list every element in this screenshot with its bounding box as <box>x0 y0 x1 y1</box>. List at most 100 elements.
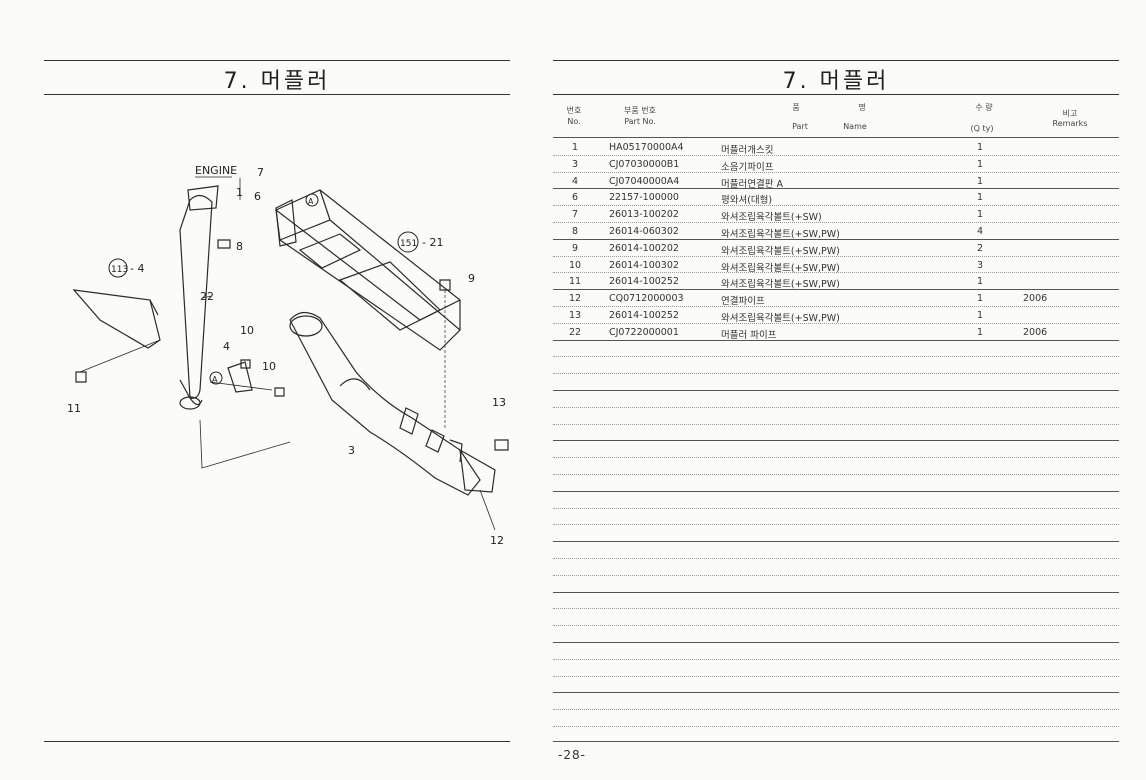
row-part-name: 연결파이프 <box>721 296 765 308</box>
table-group-rule <box>553 390 1119 391</box>
table-dotted-rule <box>553 255 1119 257</box>
mark-a-right: A <box>308 197 314 206</box>
part-label-6: 6 <box>254 190 261 203</box>
muffler-exploded-diagram: ENGINE 1 7 6 8 22 113 - 4 11 4 10 10 A A… <box>67 164 509 547</box>
row-part-name: 와셔조립육각볼트(+SW,PW) <box>721 245 840 257</box>
engine-label: ENGINE <box>195 164 237 177</box>
table-dotted-rule <box>553 726 1119 727</box>
table-dotted-rule <box>553 322 1119 324</box>
table-group-rule <box>553 440 1119 442</box>
title-bottom-rule <box>44 94 510 95</box>
table-group-rule <box>553 289 1119 291</box>
table-dotted-rule <box>553 608 1119 610</box>
row-no: 9 <box>571 242 579 254</box>
row-qty: 1 <box>977 158 984 170</box>
table-dotted-rule <box>553 658 1119 660</box>
row-part-no: CJ07030000B1 <box>609 158 680 170</box>
header-name-kr-2: 명 <box>858 103 866 112</box>
header-rule <box>553 137 1119 138</box>
row-qty: 1 <box>977 310 984 321</box>
table-group-rule <box>553 692 1119 694</box>
part-label-22: 22 <box>200 290 214 303</box>
table-dotted-rule <box>553 423 1119 425</box>
table-dotted-rule <box>553 205 1119 207</box>
ref-label-113: 113 <box>111 265 128 275</box>
muffler-body-shape <box>289 311 481 496</box>
table-dotted-rule <box>553 272 1119 274</box>
row-no: 4 <box>571 175 579 187</box>
row-part-name: 와셔조립육각볼트(+SW) <box>721 212 822 224</box>
table-dotted-rule <box>553 507 1119 509</box>
row-part-name: 소음기파이프 <box>721 161 774 173</box>
header-no-en: No. <box>567 117 581 126</box>
row-part-no: 26014-100202 <box>609 242 679 254</box>
table-dotted-rule <box>553 625 1119 627</box>
row-part-name: 머플러개스킷 <box>721 145 774 156</box>
page-number: -28- <box>558 748 586 762</box>
table-group-rule <box>553 490 1119 492</box>
row-no: 7 <box>571 209 579 221</box>
table-row: 8 26014-060302 와셔조립육각볼트(+SW,PW) 4 <box>553 222 1119 240</box>
header-qty-kr: 수 량 <box>975 103 993 112</box>
part-label-12: 12 <box>490 534 504 547</box>
header-qty-en: (Q ty) <box>970 124 994 133</box>
row-part-no: CJ07040000A4 <box>609 175 680 187</box>
row-qty: 1 <box>977 142 984 153</box>
right-page-title: 7. 머플러 <box>782 69 890 94</box>
row-no: 8 <box>571 226 579 237</box>
row-part-no: CQ0712000003 <box>609 293 684 305</box>
title-bottom-rule <box>553 94 1119 95</box>
table-group-rule <box>553 642 1119 643</box>
header-no-kr: 번호 <box>566 106 582 115</box>
row-part-name: 머플러 파이프 <box>721 329 777 341</box>
row-part-no: 26014-100252 <box>609 310 679 321</box>
part-label-7: 7 <box>257 166 264 179</box>
row-qty: 4 <box>977 226 984 237</box>
table-group-rule <box>553 541 1119 543</box>
row-qty: 3 <box>977 259 984 271</box>
table-group-rule <box>553 591 1119 593</box>
row-part-name: 머플러연결판 A <box>721 178 783 190</box>
table-dotted-rule <box>553 373 1119 375</box>
table-group-rule <box>553 339 1119 341</box>
row-part-name: 와셔조립육각볼트(+SW,PW) <box>721 229 840 240</box>
part-label-3: 3 <box>348 444 355 457</box>
table-dotted-rule <box>553 171 1119 173</box>
header-name-kr-1: 품 <box>792 103 800 112</box>
row-qty: 1 <box>977 192 984 204</box>
row-qty: 1 <box>977 209 984 221</box>
table-dotted-rule <box>553 558 1119 559</box>
row-part-no: 26014-100252 <box>609 276 679 288</box>
table-group-rule <box>553 238 1119 240</box>
ref-label-151-part: - 21 <box>422 236 443 249</box>
part-label-1: 1 <box>236 186 243 199</box>
header-remarks-kr: 비고 <box>1062 109 1078 118</box>
table-dotted-rule <box>553 474 1119 475</box>
header-part-kr: 부품 번호 <box>624 106 656 115</box>
left-page: 7. 머플러 <box>0 0 540 780</box>
table-dotted-rule <box>553 406 1119 408</box>
row-part-no: 26014-100302 <box>609 259 679 271</box>
row-no: 22 <box>568 326 582 338</box>
row-part-no: 26014-060302 <box>609 226 679 237</box>
row-no: 6 <box>571 192 579 204</box>
mark-a-left: A <box>212 375 218 384</box>
header-name-en-2: Name <box>843 122 867 131</box>
table-dotted-rule <box>553 457 1119 459</box>
row-no: 1 <box>571 142 579 153</box>
table-dotted-rule <box>553 154 1119 156</box>
table-group-rule <box>553 188 1119 190</box>
row-part-name: 와셔조립육각볼트(+SW,PW) <box>721 279 840 291</box>
table-dotted-rule <box>553 356 1119 358</box>
